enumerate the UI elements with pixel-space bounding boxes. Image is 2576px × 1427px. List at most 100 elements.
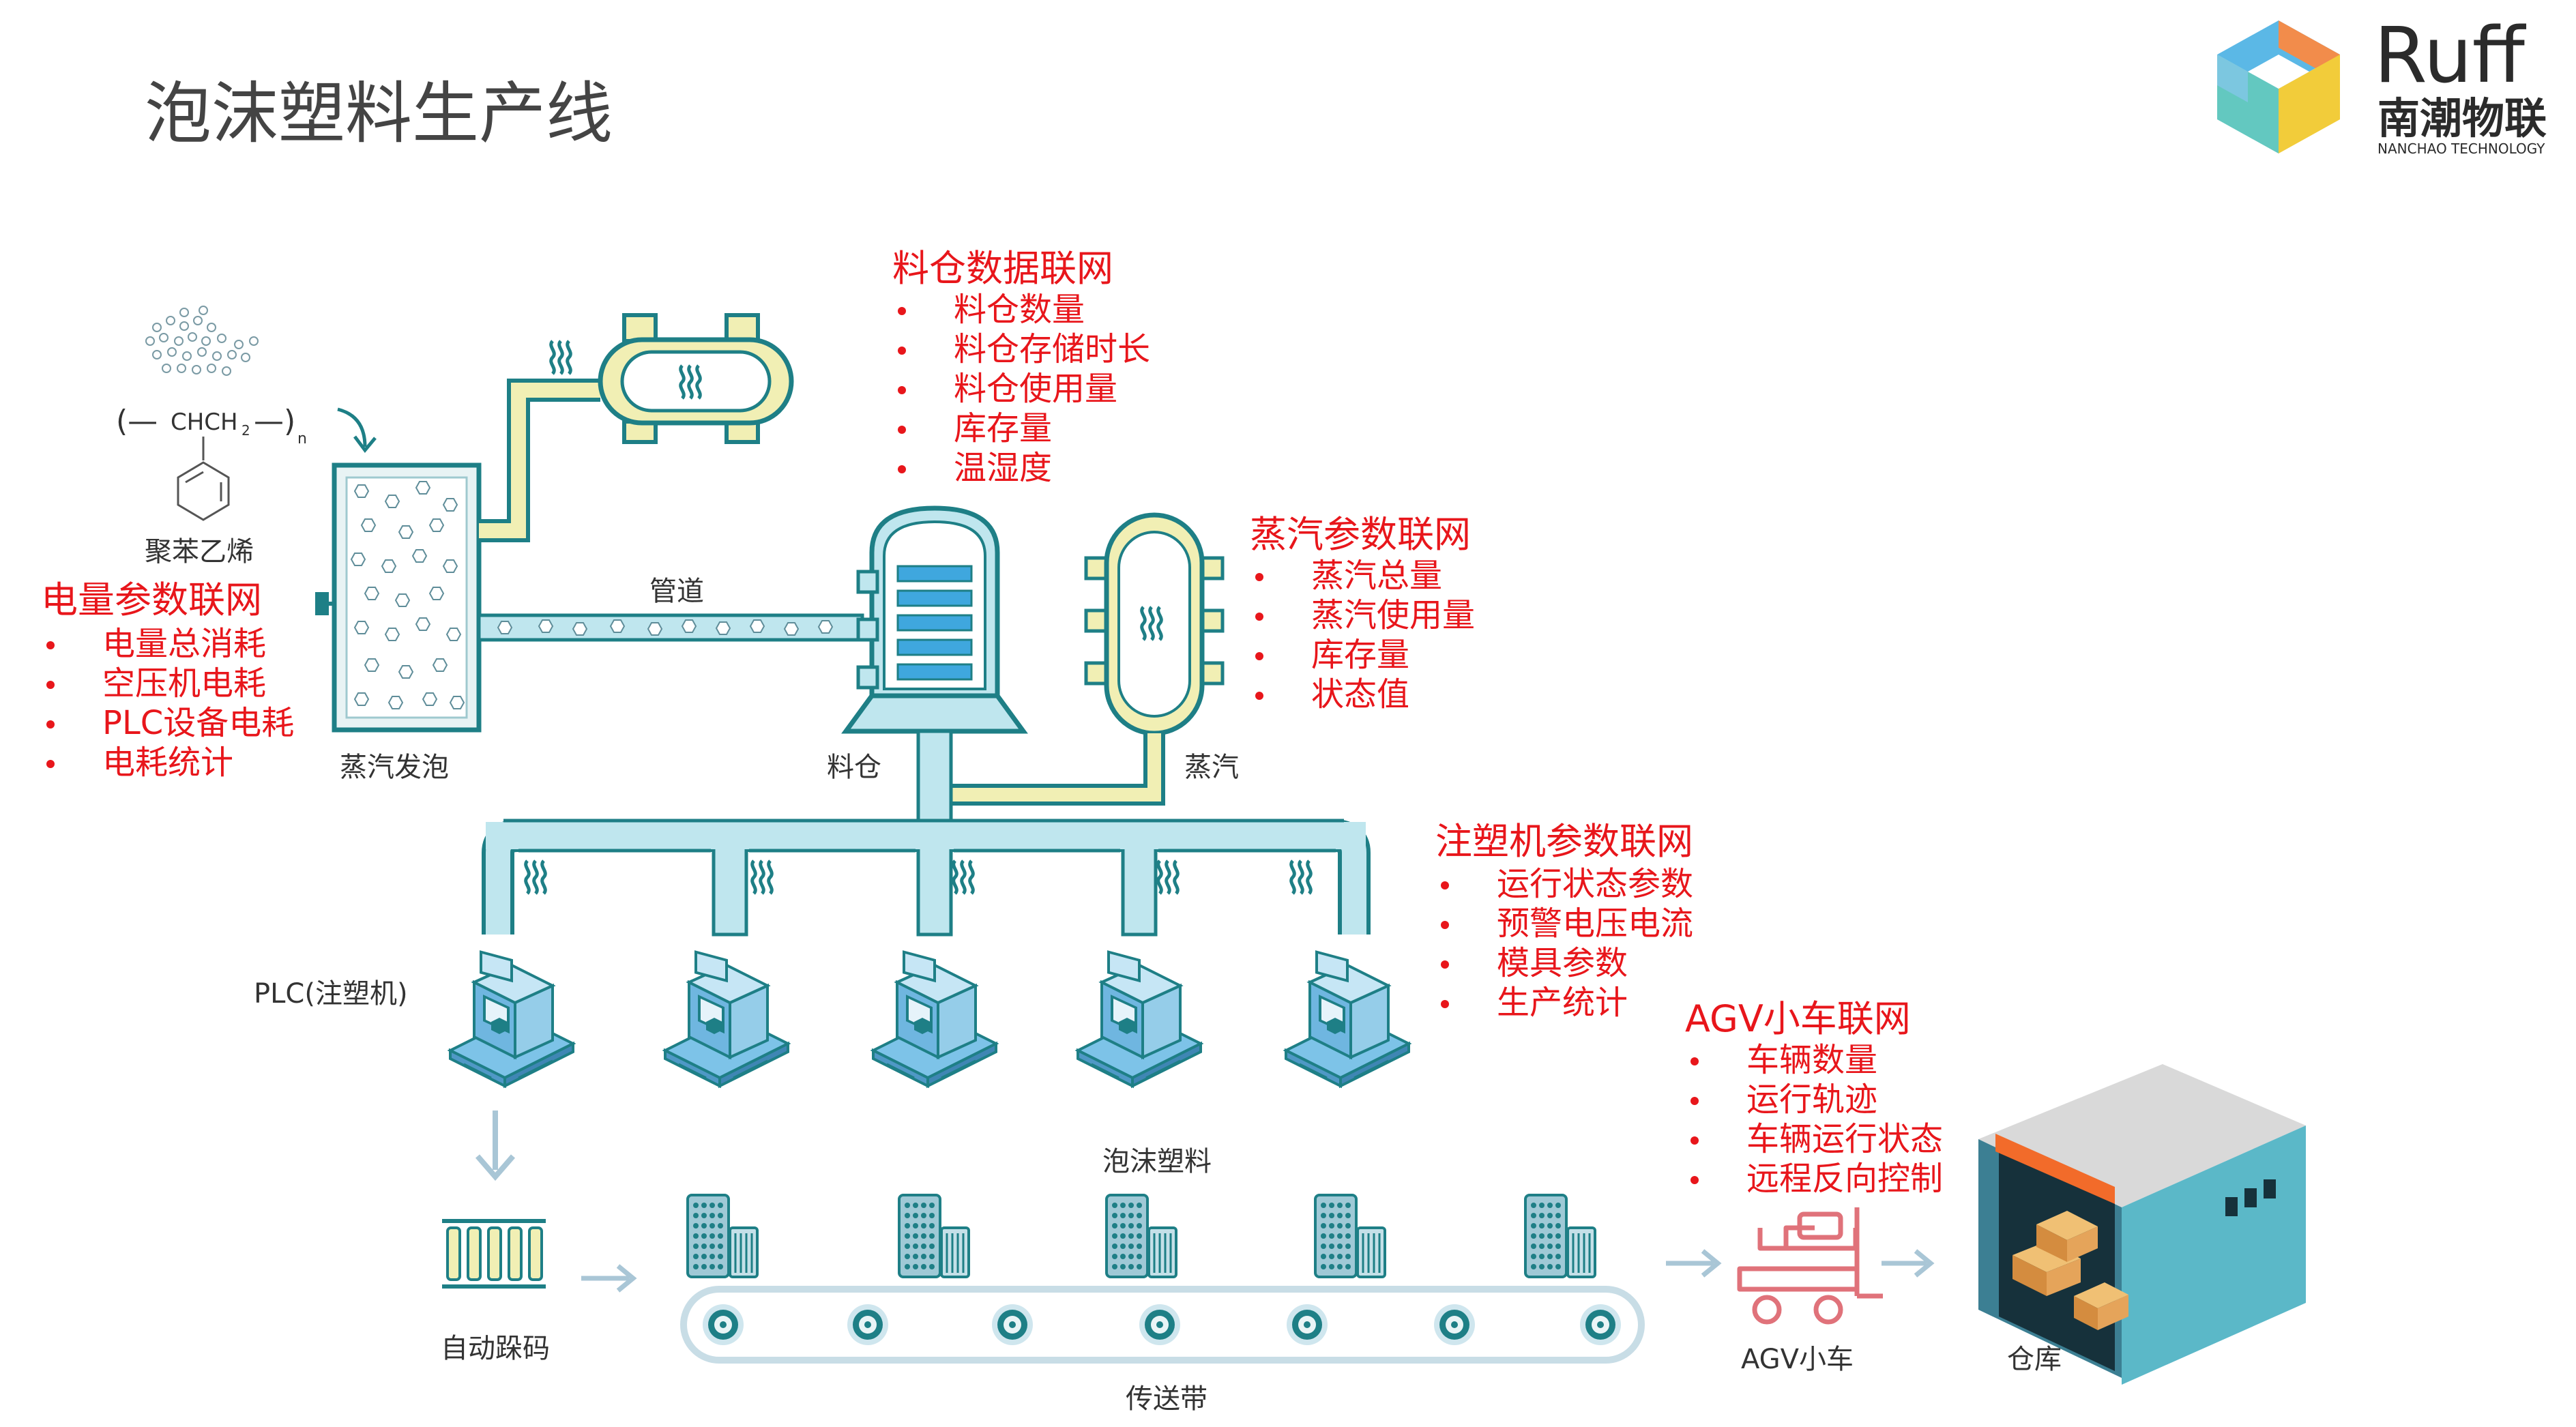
power-iot-item: 空压机电耗 — [102, 664, 266, 703]
benzene-ring-icon — [177, 461, 230, 521]
steam-foaming-tank — [315, 462, 482, 733]
steam-iot-title: 蒸汽参数联网 — [1250, 513, 1471, 556]
formula-main: CHCH — [171, 409, 238, 436]
gear-icon — [703, 1304, 744, 1345]
gear-icon — [1287, 1304, 1328, 1345]
bullet-icon — [1255, 692, 1263, 700]
power-iot-item: 电量总消耗 — [102, 625, 266, 663]
foam-panel-icon — [898, 1194, 970, 1278]
injection-iot-item: 模具参数 — [1497, 944, 1628, 982]
bullet-icon — [1690, 1097, 1699, 1105]
ruff-cube-logo — [2217, 20, 2340, 153]
bullet-icon — [898, 307, 906, 315]
injection-machine-icon — [872, 950, 997, 1087]
injection-machine-icon — [1285, 950, 1410, 1087]
steam-label: 蒸汽 — [1184, 752, 1239, 783]
steam-boiler-top — [598, 313, 794, 444]
steam-iot-item: 库存量 — [1311, 636, 1409, 674]
material-pipe — [477, 613, 864, 642]
bullet-icon — [898, 426, 906, 434]
agv-iot-item: 车辆数量 — [1746, 1041, 1877, 1079]
gear-icon — [1580, 1304, 1621, 1345]
arrow-icon — [581, 1264, 637, 1293]
conveyor-label: 传送带 — [1126, 1383, 1208, 1415]
power-iot-title: 电量参数联网 — [41, 578, 262, 621]
silo-iot-item: 料仓存储时长 — [954, 330, 1150, 368]
foam-panel-icon — [686, 1194, 759, 1278]
formula-right: —) — [254, 404, 295, 439]
injection-machine-icon — [664, 950, 789, 1087]
formula-sub: 2 — [241, 422, 250, 439]
agv-forklift-icon — [1737, 1207, 1883, 1325]
palletizer-icon — [442, 1219, 546, 1289]
power-iot-item: 电耗统计 — [102, 744, 233, 782]
bullet-icon — [46, 760, 55, 768]
brand-cn-name: 南潮物联 — [2377, 93, 2547, 143]
bullet-icon — [898, 465, 906, 473]
gear-icon — [1139, 1304, 1180, 1345]
injection-iot-title: 注塑机参数联网 — [1435, 820, 1693, 863]
injection-iot-item: 生产统计 — [1497, 984, 1628, 1022]
bullet-icon — [1255, 652, 1263, 660]
foam-panel-icon — [1524, 1194, 1596, 1278]
agv-label: AGV小车 — [1741, 1344, 1854, 1375]
steam-iot-item: 蒸汽使用量 — [1311, 596, 1475, 634]
formula-left: (— — [116, 404, 158, 439]
injection-iot-item: 运行状态参数 — [1497, 865, 1693, 903]
bullet-icon — [1255, 613, 1263, 621]
arrow-icon — [475, 1110, 516, 1181]
bullet-icon — [1441, 921, 1449, 929]
bullet-icon — [1255, 573, 1263, 581]
brand-en-name: NANCHAO TECHNOLOGY — [2377, 141, 2545, 157]
silo — [841, 505, 1028, 734]
arrow-icon — [1882, 1249, 1935, 1278]
distribution-manifold — [482, 729, 1371, 937]
steam-tank — [1084, 512, 1225, 736]
polystyrene-label: 聚苯乙烯 — [145, 536, 254, 568]
gear-icon — [847, 1304, 888, 1345]
bullet-icon — [898, 347, 906, 355]
bullet-icon — [1690, 1136, 1699, 1145]
steam-iot-item: 状态值 — [1311, 675, 1409, 714]
silo-iot-item: 料仓数量 — [954, 291, 1085, 329]
silo-iot-title: 料仓数据联网 — [892, 247, 1113, 290]
gear-icon — [992, 1304, 1033, 1345]
bullet-icon — [1441, 1000, 1449, 1008]
injection-machine-icon — [449, 950, 574, 1087]
steam-foam-label: 蒸汽发泡 — [340, 752, 449, 783]
foam-panel-icon — [1314, 1194, 1386, 1278]
steam-pipe-manifold — [935, 733, 1165, 806]
bullet-icon — [46, 641, 55, 649]
steam-pipe-top — [479, 379, 600, 542]
bullet-icon — [46, 681, 55, 689]
bullet-icon — [46, 720, 55, 729]
bullet-icon — [1441, 960, 1449, 969]
steam-iot-item: 蒸汽总量 — [1311, 557, 1442, 595]
agv-iot-title: AGV小车联网 — [1685, 997, 1911, 1040]
formula-n: n — [297, 430, 307, 447]
pipe-label: 管道 — [649, 576, 704, 607]
bullet-icon — [1441, 881, 1449, 889]
agv-iot-item: 远程反向控制 — [1746, 1160, 1943, 1198]
polystyrene-pellets-icon — [145, 306, 259, 376]
brand-name: Ruff — [2374, 12, 2527, 100]
injection-machine-icon — [1077, 950, 1202, 1087]
agv-iot-item: 车辆运行状态 — [1746, 1120, 1943, 1158]
agv-iot-item: 运行轨迹 — [1746, 1080, 1877, 1119]
page-title: 泡沫塑料生产线 — [145, 75, 613, 153]
gear-icon — [1434, 1304, 1475, 1345]
silo-iot-item: 料仓使用量 — [954, 370, 1117, 408]
silo-iot-item: 温湿度 — [954, 449, 1052, 487]
injection-iot-item: 预警电压电流 — [1497, 904, 1693, 943]
arrow-icon — [337, 407, 367, 447]
foam-panel-icon — [1105, 1194, 1177, 1278]
arrow-icon — [1666, 1249, 1722, 1278]
warehouse-icon — [1978, 1064, 2306, 1385]
silo-label: 料仓 — [827, 752, 881, 783]
